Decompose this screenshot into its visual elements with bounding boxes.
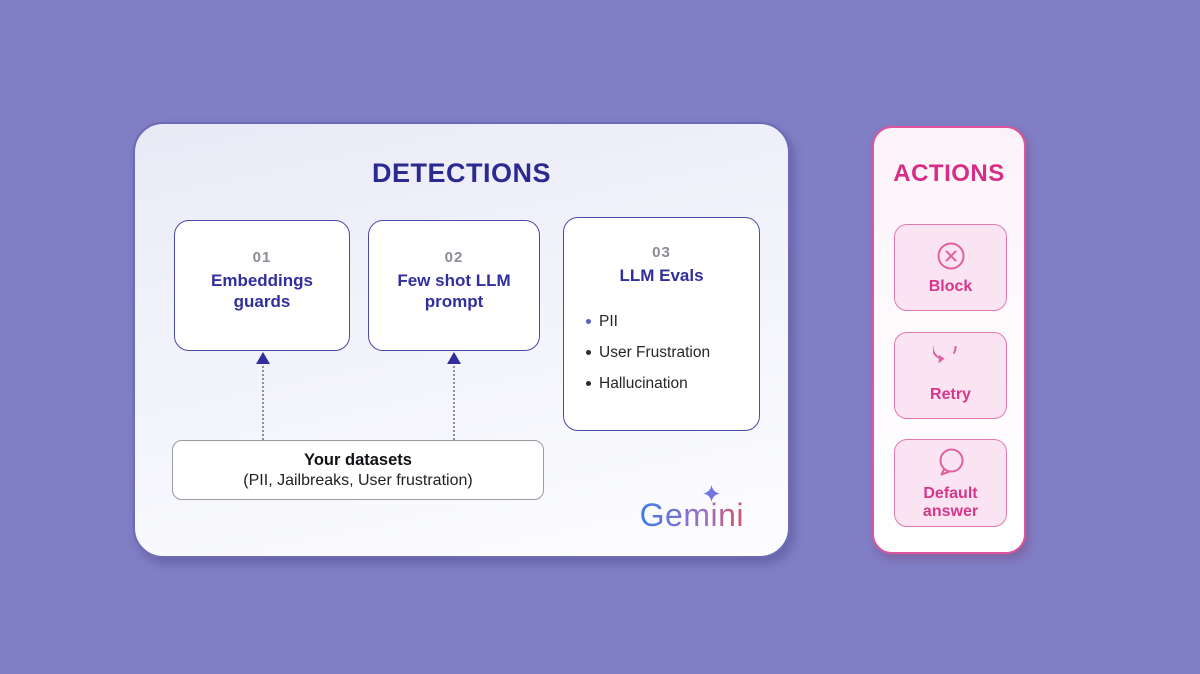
datasets-subtitle: (PII, Jailbreaks, User frustration) [243, 471, 473, 489]
action-label: Block [928, 278, 973, 296]
list-item: User Frustration [586, 337, 759, 368]
card-title: Few shot LLM prompt [397, 270, 511, 311]
datasets-title: Your datasets [304, 450, 412, 469]
block-button[interactable]: Block [894, 224, 1007, 311]
flow-arrow-up-icon [446, 352, 462, 440]
retry-button[interactable]: Retry [894, 332, 1007, 419]
dotted-line [453, 366, 455, 440]
gemini-wordmark: Gemini [639, 497, 744, 533]
bullet-dot [586, 350, 591, 356]
retry-arrow-icon [932, 346, 956, 364]
arrowhead-icon [256, 352, 270, 364]
bullet-dot [586, 319, 591, 325]
list-item: PII [586, 306, 759, 337]
card-number: 03 [652, 244, 671, 261]
card-number: 02 [444, 248, 464, 266]
card-llm-evals: 03 LLM Evals PII User Frustration Halluc… [563, 217, 760, 431]
llm-evals-bullet-list: PII User Frustration Hallucination [564, 306, 759, 399]
actions-panel-title: ACTIONS [893, 160, 1005, 187]
sparkle-icon [702, 485, 720, 502]
bullet-label: PII [599, 312, 618, 330]
detections-panel: DETECTIONS 01 Embeddings guards 02 Few s… [133, 122, 790, 558]
action-label: Default answer [922, 484, 979, 520]
actions-panel: ACTIONS Block Retry Default answer [872, 126, 1026, 554]
list-item: Hallucination [586, 368, 759, 399]
card-title: Embeddings guards [210, 270, 313, 311]
detections-panel-title: DETECTIONS [371, 158, 551, 188]
gemini-logo: Gemini [639, 485, 744, 534]
card-number: 01 [252, 248, 272, 266]
your-datasets-box: Your datasets (PII, Jailbreaks, User fru… [172, 440, 544, 500]
action-label: Retry [930, 386, 971, 404]
card-embeddings-guards: 01 Embeddings guards [174, 220, 350, 351]
bullet-dot [586, 381, 591, 387]
bullet-label: Hallucination [599, 374, 688, 392]
dotted-line [262, 366, 264, 440]
default-answer-button[interactable]: Default answer [894, 439, 1007, 527]
bullet-label: User Frustration [599, 343, 711, 361]
flow-arrow-up-icon [255, 352, 271, 440]
card-few-shot-llm-prompt: 02 Few shot LLM prompt [368, 220, 540, 351]
speech-bubble-icon [939, 448, 963, 476]
arrowhead-icon [447, 352, 461, 364]
block-circle-x-icon [937, 242, 964, 270]
card-title: LLM Evals [619, 266, 704, 285]
